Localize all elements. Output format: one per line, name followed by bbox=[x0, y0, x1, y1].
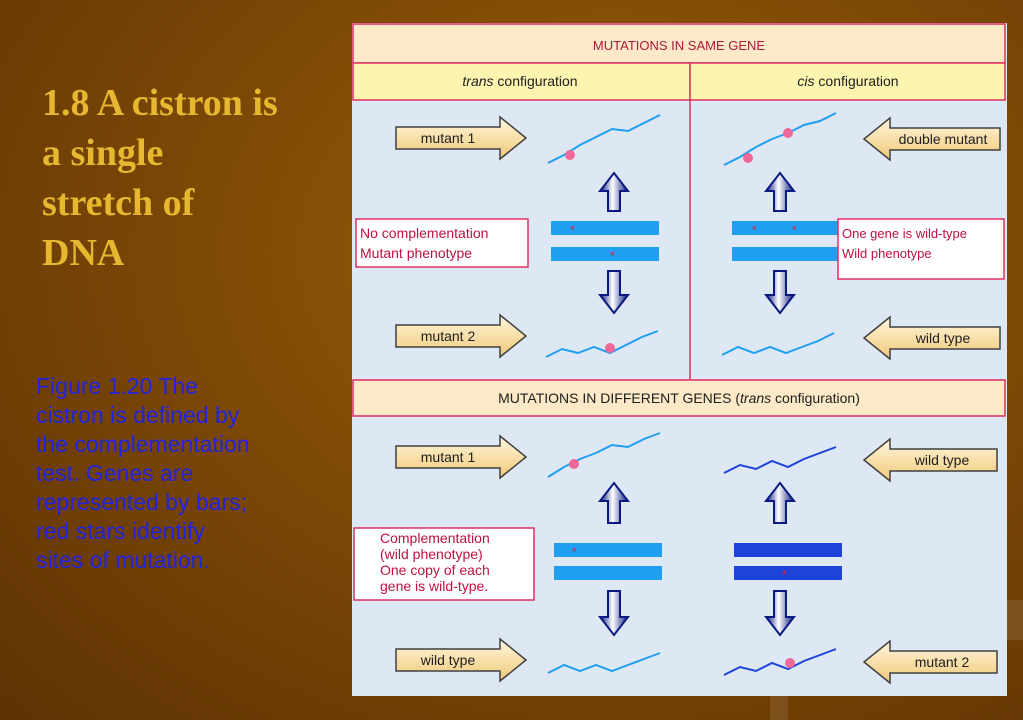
mutation-dot bbox=[569, 459, 579, 469]
caption-line: represented by bars; bbox=[36, 489, 247, 515]
gene-bar bbox=[551, 247, 659, 261]
gene-bar bbox=[734, 543, 842, 557]
mutation-dot bbox=[783, 128, 793, 138]
result-box: No complementation Mutant phenotype bbox=[355, 218, 529, 268]
gene-bar bbox=[554, 543, 662, 557]
svg-text:mutant 1: mutant 1 bbox=[421, 130, 476, 146]
box-arrow-mutant-1-top: mutant 1 bbox=[395, 115, 528, 161]
dna-strand bbox=[723, 648, 837, 676]
top-header-box bbox=[352, 23, 1006, 64]
trans-config-label: trans configuration bbox=[462, 73, 577, 89]
down-arrow bbox=[597, 270, 631, 315]
box-arrow-mutant-1-bottom: mutant 1 bbox=[395, 434, 528, 480]
dna-strand bbox=[721, 332, 835, 356]
gene-bar bbox=[551, 221, 659, 235]
title-line: 1.8 A cistron is bbox=[42, 82, 278, 124]
box-arrow-wild-type-bottom-right: wild type bbox=[862, 437, 998, 483]
bottom-header-text: MUTATIONS IN DIFFERENT GENES (trans conf… bbox=[498, 390, 860, 406]
dna-strand bbox=[547, 432, 661, 478]
dna-strand bbox=[723, 446, 837, 474]
box-arrow-mutant-2-top: mutant 2 bbox=[395, 313, 528, 359]
mutation-star: * bbox=[572, 545, 577, 559]
svg-text:(wild phenotype): (wild phenotype) bbox=[380, 546, 483, 562]
svg-text:mutant 2: mutant 2 bbox=[915, 654, 970, 670]
bottom-header-box bbox=[352, 379, 1006, 417]
svg-text:Complementation: Complementation bbox=[380, 530, 490, 546]
figure-caption: Figure 1.20 The cistron is defined by th… bbox=[36, 372, 351, 575]
mutation-star: * bbox=[752, 223, 757, 237]
mutation-star: * bbox=[792, 223, 797, 237]
caption-line: red stars identify bbox=[36, 518, 205, 544]
svg-text:double mutant: double mutant bbox=[899, 131, 988, 147]
mutation-dot bbox=[785, 658, 795, 668]
svg-text:No complementation: No complementation bbox=[360, 225, 488, 241]
top-header-text: MUTATIONS IN SAME GENE bbox=[593, 38, 765, 53]
up-arrow bbox=[763, 171, 797, 212]
mutation-dot bbox=[605, 343, 615, 353]
title-line: stretch of bbox=[42, 182, 195, 224]
slide-title: 1.8 A cistron is a single stretch of DNA bbox=[42, 78, 352, 278]
caption-line: the complementation bbox=[36, 431, 250, 457]
up-arrow bbox=[597, 171, 631, 212]
dna-strand bbox=[547, 652, 661, 674]
svg-text:wild type: wild type bbox=[914, 452, 970, 468]
svg-text:gene is wild-type.: gene is wild-type. bbox=[380, 578, 488, 594]
svg-text:One copy of each: One copy of each bbox=[380, 562, 490, 578]
svg-text:mutant 2: mutant 2 bbox=[421, 328, 476, 344]
svg-text:One gene is wild-type: One gene is wild-type bbox=[842, 226, 967, 241]
title-line: a single bbox=[42, 132, 164, 174]
svg-text:wild type: wild type bbox=[915, 330, 971, 346]
caption-line: sites of mutation. bbox=[36, 547, 210, 573]
up-arrow bbox=[763, 481, 797, 524]
gene-bar bbox=[734, 566, 842, 580]
gene-bar bbox=[732, 247, 840, 261]
dna-strand bbox=[723, 112, 837, 166]
cis-config-label: cis configuration bbox=[797, 73, 898, 89]
mutation-star: * bbox=[782, 568, 787, 582]
decorative-bar bbox=[770, 696, 788, 720]
mutation-star: * bbox=[570, 223, 575, 237]
down-arrow bbox=[597, 590, 631, 637]
cis-label-box bbox=[689, 62, 1006, 101]
caption-line: cistron is defined by bbox=[36, 402, 240, 428]
decorative-bar bbox=[1007, 600, 1023, 640]
caption-line: Figure 1.20 The bbox=[36, 373, 198, 399]
caption-line: test. Genes are bbox=[36, 460, 194, 486]
svg-text:Wild phenotype: Wild phenotype bbox=[842, 246, 932, 261]
result-box: One gene is wild-type Wild phenotype bbox=[837, 218, 1005, 280]
dna-strand bbox=[545, 330, 659, 358]
mutation-star: * bbox=[610, 249, 615, 263]
mutation-dot bbox=[743, 153, 753, 163]
svg-text:Mutant phenotype: Mutant phenotype bbox=[360, 245, 472, 261]
title-line: DNA bbox=[42, 232, 125, 274]
gene-bar bbox=[554, 566, 662, 580]
svg-text:mutant 1: mutant 1 bbox=[421, 449, 476, 465]
dna-strand bbox=[547, 114, 661, 164]
gene-bar bbox=[732, 221, 840, 235]
trans-label-box bbox=[352, 62, 691, 101]
box-arrow-wild-type-bottom-left: wild type bbox=[395, 637, 528, 683]
svg-text:wild type: wild type bbox=[420, 652, 476, 668]
box-arrow-double-mutant: double mutant bbox=[862, 116, 1001, 162]
mutation-dot bbox=[565, 150, 575, 160]
box-arrow-mutant-2-bottom: mutant 2 bbox=[862, 639, 998, 685]
up-arrow bbox=[597, 481, 631, 524]
box-arrow-wild-type-top: wild type bbox=[862, 315, 1001, 361]
down-arrow bbox=[763, 270, 797, 315]
down-arrow bbox=[763, 590, 797, 637]
complementation-diagram: MUTATIONS IN SAME GENE trans configurati… bbox=[352, 23, 1007, 696]
result-box: Complementation (wild phenotype) One cop… bbox=[353, 527, 535, 601]
